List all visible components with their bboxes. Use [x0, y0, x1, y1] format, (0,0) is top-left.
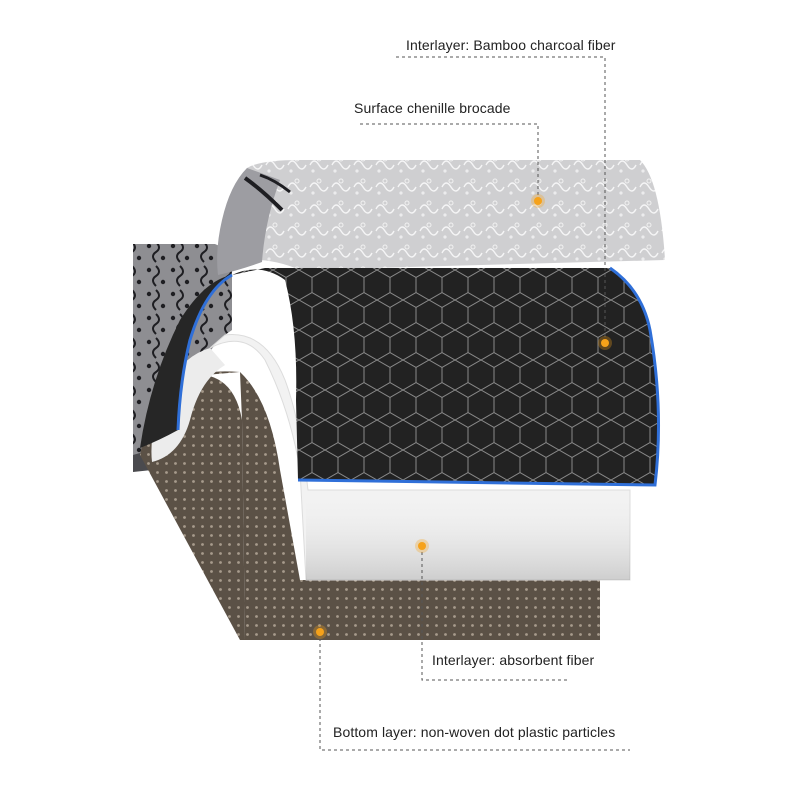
leader-lines [319, 56, 630, 751]
marker-dots [313, 194, 612, 639]
label-bamboo-charcoal-interlayer: Interlayer: Bamboo charcoal fiber [406, 37, 616, 53]
label-surface-chenille: Surface chenille brocade [354, 100, 511, 116]
charcoal-layer [232, 268, 659, 485]
bottom-layer [205, 371, 600, 640]
surface-layer [228, 160, 665, 270]
label-absorbent-interlayer: Interlayer: absorbent fiber [432, 652, 595, 668]
label-bottom-layer: Bottom layer: non-woven dot plastic part… [333, 724, 616, 740]
